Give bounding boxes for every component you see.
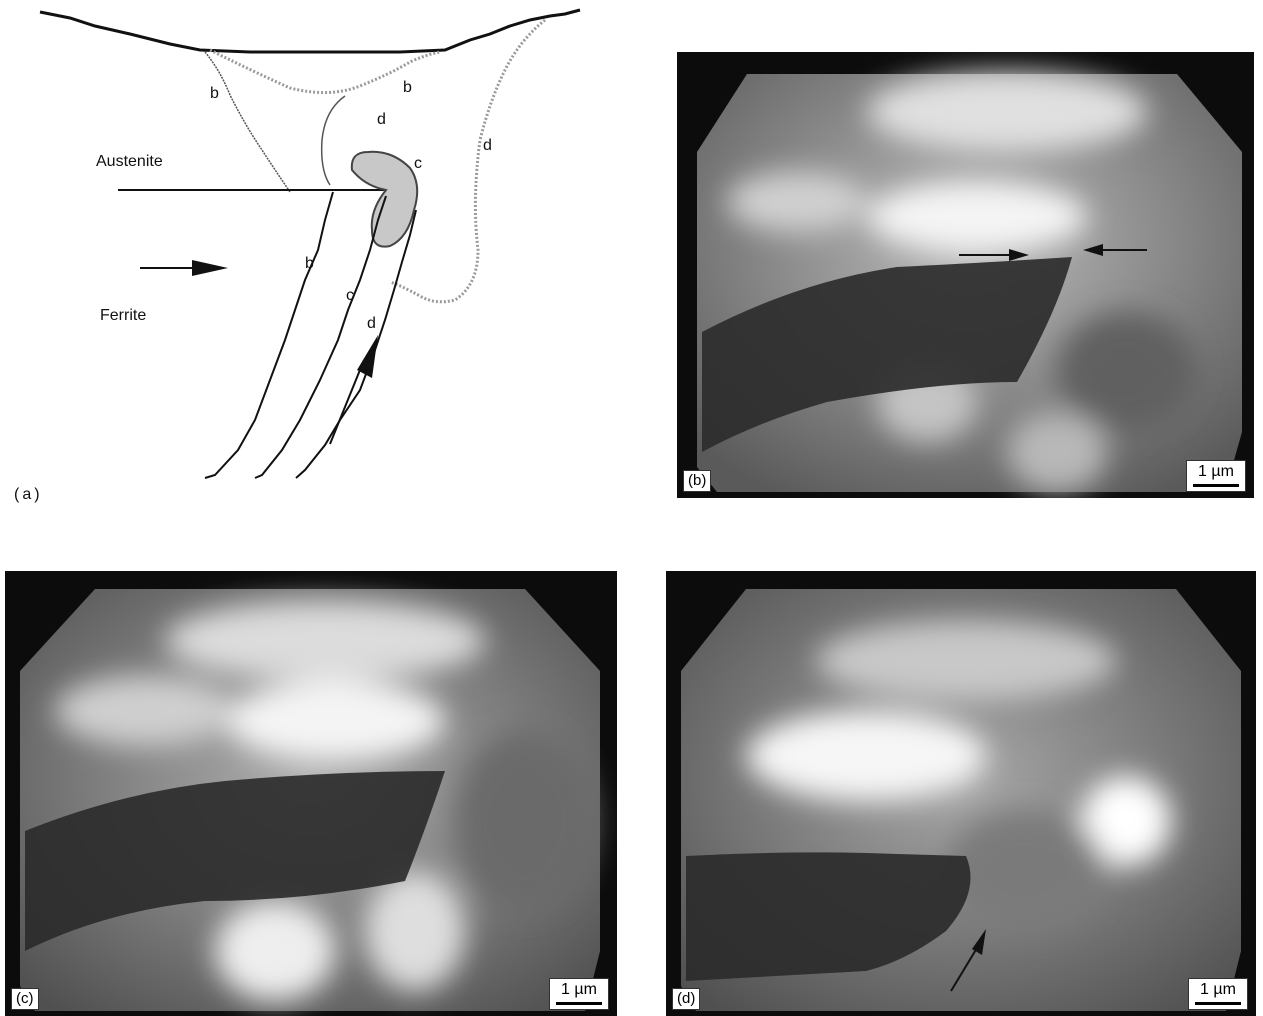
arrow-right-head — [192, 260, 228, 276]
label-d-1: d — [377, 111, 386, 128]
surface-line — [40, 10, 580, 52]
panel-d-label: (d) — [672, 988, 700, 1010]
panel-a-label: (a) — [14, 486, 43, 504]
schematic-diagram: Austenite Ferrite b b b c c d d d — [0, 0, 600, 520]
scale-bar-c-text: 1 µm — [561, 981, 597, 998]
label-d-2: d — [483, 137, 492, 154]
micrograph-panel-d: (d) 1 µm — [666, 571, 1256, 1016]
label-b-3: b — [305, 255, 314, 272]
scale-bar-c: 1 µm — [549, 978, 609, 1010]
boundary-d-loop — [322, 96, 345, 185]
label-c-2: c — [346, 287, 354, 304]
label-b-2: b — [403, 79, 412, 96]
scale-bar-b: 1 µm — [1186, 460, 1246, 492]
label-b-1: b — [210, 85, 219, 102]
label-austenite: Austenite — [96, 153, 163, 170]
panel-c-label: (c) — [11, 988, 39, 1010]
scale-bar-d-text: 1 µm — [1200, 981, 1236, 998]
scale-bar-b-text: 1 µm — [1198, 463, 1234, 480]
lath-boundary-b — [205, 192, 333, 478]
scale-bar-c-line — [556, 1002, 602, 1005]
scale-bar-d-line — [1195, 1002, 1241, 1005]
boundary-b-left — [205, 52, 290, 192]
label-d-3: d — [367, 315, 376, 332]
schematic-panel-a: Austenite Ferrite b b b c c d d d (a) — [0, 0, 600, 520]
micrograph-panel-b: (b) 1 µm — [677, 52, 1254, 498]
scale-bar-b-line — [1193, 484, 1239, 487]
micrograph-panel-c: (c) 1 µm — [5, 571, 617, 1016]
micrograph-b-image — [677, 52, 1254, 498]
panel-b-label: (b) — [683, 470, 711, 492]
lath-boundary-d — [296, 210, 416, 478]
micrograph-d-image — [666, 571, 1256, 1016]
micrograph-c-image — [5, 571, 617, 1016]
scale-bar-d: 1 µm — [1188, 978, 1248, 1010]
arrow-up-line — [330, 360, 364, 444]
arrow-up-head — [357, 335, 378, 378]
label-ferrite: Ferrite — [100, 307, 146, 324]
label-c-1: c — [414, 155, 422, 172]
